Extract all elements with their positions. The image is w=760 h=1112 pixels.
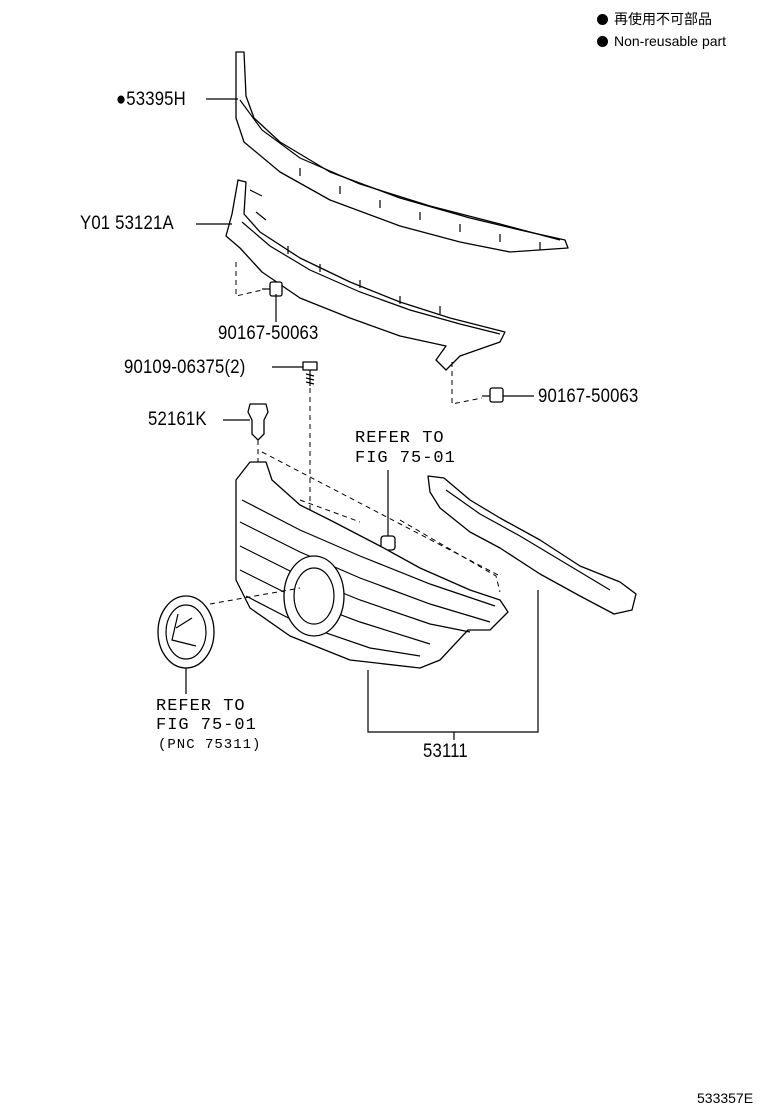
bolt-90167-upper: [235, 262, 283, 297]
lexus-emblem-icon: [157, 587, 301, 669]
bolt-90167-right: [451, 362, 504, 405]
label-bolt-upper: 90167-50063: [218, 323, 319, 344]
label-52161k: 52161K: [148, 409, 207, 430]
label-53395h: ●53395H: [116, 89, 186, 110]
refer-upper-line1: REFER TO: [355, 429, 445, 448]
grille-53111: [235, 451, 509, 669]
leader-lines: [185, 98, 539, 740]
label-53111: 53111: [423, 741, 468, 762]
filled-dot-icon: [597, 36, 608, 47]
refer-upper-line2: FIG 75-01: [355, 449, 456, 468]
refer-lower-line1: REFER TO: [156, 697, 246, 716]
legend-jp-text: 再使用不可部品: [614, 11, 712, 27]
label-screw-90109: 90109-06375(2): [124, 357, 246, 378]
screw-90109: [302, 361, 318, 515]
molding-53121a: [225, 179, 506, 371]
molding-53395h: [235, 51, 569, 253]
label-bolt-right: 90167-50063: [538, 386, 639, 407]
illustration-code: 533357E: [697, 1090, 754, 1106]
refer-lower-line3: (PNC 75311): [158, 737, 262, 753]
filled-dot-icon: [597, 14, 608, 25]
legend-jp: 再使用不可部品: [597, 12, 712, 26]
clip-52161k: [247, 403, 269, 462]
legend-en: Non-reusable part: [597, 34, 726, 48]
label-53121a: Y01 53121A: [80, 213, 174, 234]
grille-bracket: [427, 475, 637, 615]
legend-en-text: Non-reusable part: [614, 33, 727, 49]
nut-refer-part: [380, 470, 396, 551]
refer-lower-line2: FIG 75-01: [156, 716, 257, 735]
